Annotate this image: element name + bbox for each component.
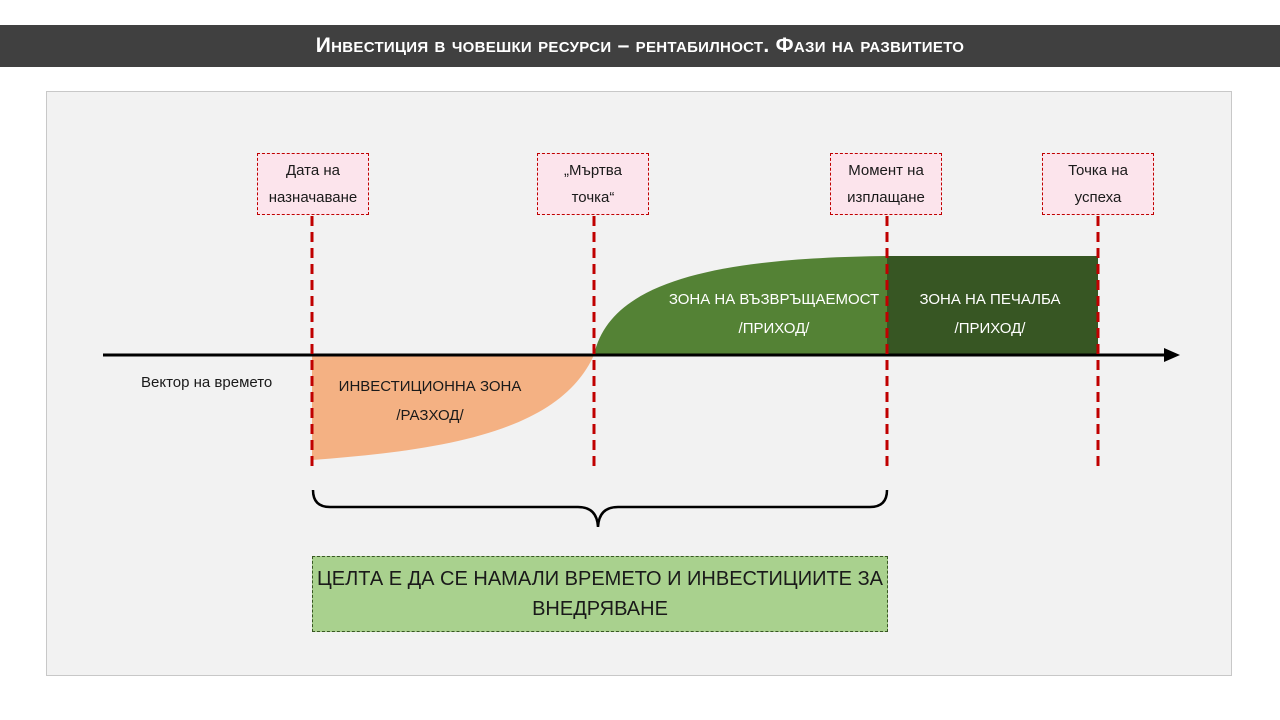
milestone-hire-date: Дата на назначаване [257, 153, 369, 215]
profit-zone-title: ЗОНА НА ПЕЧАЛБА [919, 291, 1061, 308]
milestone-dead-point-line2: точка“ [571, 189, 615, 206]
milestone-hire-date-line2: назначаване [268, 189, 358, 206]
milestone-success-point: Точка на успеха [1042, 153, 1154, 215]
milestone-dead-point: „Мъртва точка“ [537, 153, 649, 215]
time-axis-label: Вектор на времето [141, 374, 273, 391]
payback-zone-label: ЗОНА НА ВЪЗВРЪЩАЕМОСТ /ПРИХОД/ [664, 285, 884, 343]
goal-box: ЦЕЛТА Е ДА СЕ НАМАЛИ ВРЕМЕТО И ИНВЕСТИЦИ… [312, 556, 888, 632]
profit-zone-shape [887, 256, 1098, 355]
payback-zone-subtitle: /ПРИХОД/ [738, 320, 810, 337]
milestone-success-point-line2: успеха [1074, 189, 1122, 206]
goal-text-line2: ВНЕДРЯВАНЕ [532, 598, 668, 620]
investment-zone-title: ИНВЕСТИЦИОННА ЗОНА [338, 378, 522, 395]
time-axis-arrowhead [1164, 348, 1180, 362]
payback-zone-title: ЗОНА НА ВЪЗВРЪЩАЕМОСТ [668, 291, 880, 308]
milestone-success-point-line1: Точка на [1068, 162, 1128, 179]
milestone-payback-moment: Момент на изплащане [830, 153, 942, 215]
milestone-payback-moment-line1: Момент на [848, 162, 924, 179]
payback-zone-shape [594, 256, 887, 355]
investment-zone-subtitle: /РАЗХОД/ [396, 407, 464, 424]
goal-text-line1: ЦЕЛТА Е ДА СЕ НАМАЛИ ВРЕМЕТО И ИНВЕСТИЦИ… [317, 568, 883, 590]
milestone-payback-moment-line2: изплащане [847, 189, 925, 206]
profit-zone-label: ЗОНА НА ПЕЧАЛБА /ПРИХОД/ [905, 285, 1075, 343]
milestone-hire-date-line1: Дата на [285, 162, 340, 179]
title-bar: Инвестиция в човешки ресурси – рентабилн… [0, 25, 1280, 67]
slide-title: Инвестиция в човешки ресурси – рентабилн… [315, 34, 965, 57]
profit-zone-subtitle: /ПРИХОД/ [954, 320, 1026, 337]
investment-zone-label: ИНВЕСТИЦИОННА ЗОНА /РАЗХОД/ [330, 372, 530, 430]
investment-zone-shape [312, 355, 594, 460]
milestone-dead-point-line1: „Мъртва [564, 162, 622, 179]
period-brace [311, 489, 889, 528]
